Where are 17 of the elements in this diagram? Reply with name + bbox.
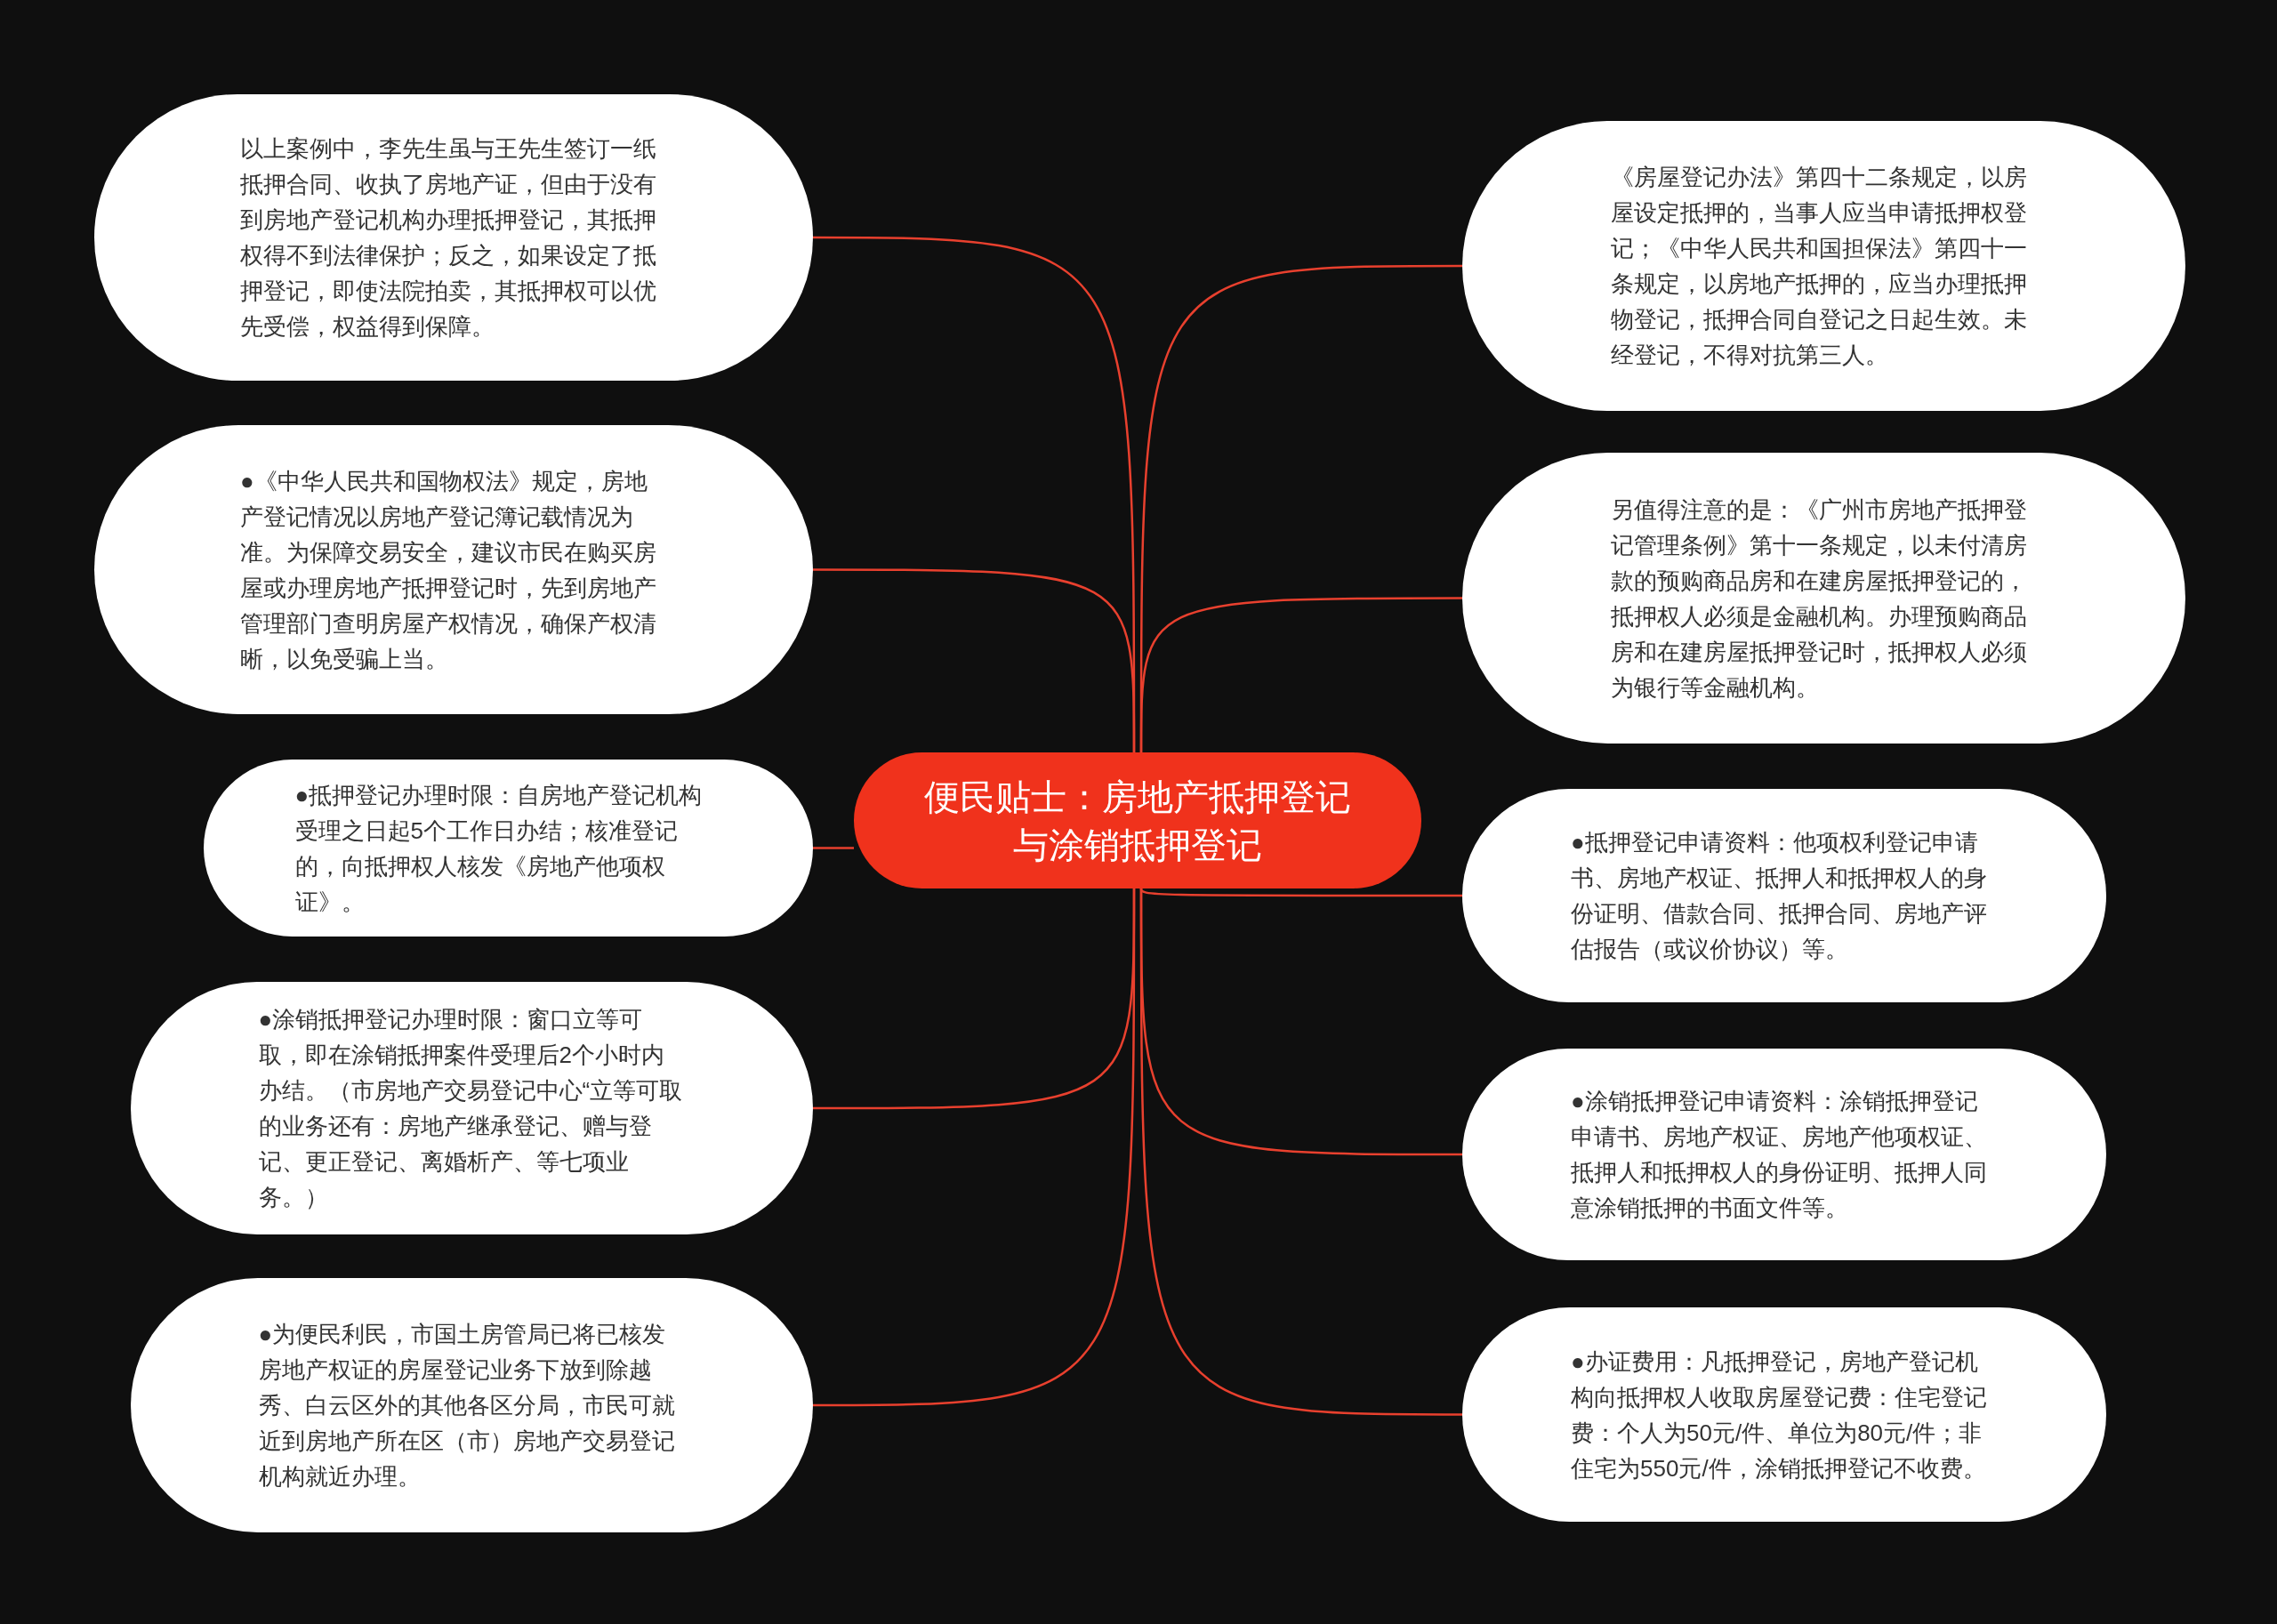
- note-text: ●抵押登记申请资料：他项权利登记申请书、房地产权证、抵押人和抵押权人的身份证明、借款合同、抵押合同、房地产评估报告（或议价协议）等。: [1571, 828, 1988, 964]
- connector-line: [813, 847, 854, 849]
- note-text: 以上案例中，李先生虽与王先生签订一纸抵押合同、收执了房地产证，但由于没有到房地产登记机构办理抵押登记，其抵押权得不到法律保护；反之，如果设定了抵押登记，即使法院拍卖，其抵押权可以优先受偿，权益得到保障。: [240, 134, 657, 342]
- note-text: 另值得注意的是：《广州市房地产抵押登记管理条例》第十一条规定，以未付清房款的预购商品房和在建房屋抵押登记的，抵押权人必须是金融机构。办理预购商品房和在建房屋抵押登记时，抵押权人必须为银行等金融机构。: [1610, 494, 2028, 703]
- connector-line: [1139, 597, 1462, 752]
- note-text: 《房屋登记办法》第四十二条规定，以房屋设定抵押的，当事人应当申请抵押权登记；《中华人民共和国担保法》第四十一条规定，以房地产抵押的，应当办理抵押物登记，抵押合同自登记之日起生效。未经登记，不得对抗第三人。: [1610, 163, 2028, 370]
- note-text: ●抵押登记办理时限：自房地产登记机构受理之日起5个工作日办结；核准登记的，向抵押权人核发《房地产他项权证》。: [294, 780, 704, 917]
- note-text: ●《中华人民共和国物权法》规定，房地产登记情况以房地产登记簿记载情况为准。为保障交易安全，建议市民在购买房屋或办理房地产抵押登记时，先到房地产管理部门查明房屋产权情况，确保产权清晰，以免受骗上当。: [240, 466, 657, 674]
- note-text: ●涂销抵押登记申请资料：涂销抵押登记申请书、房地产权证、房地产他项权证、抵押人和抵押权人的身份证明、抵押人同意涂销抵押的书面文件等。: [1571, 1087, 1988, 1223]
- title-text: 便民贴士：房地产抵押登记与涂销抵押登记: [924, 776, 1351, 866]
- connector-line: [813, 888, 1136, 1407]
- note-text: ●为便民利民，市国土房管局已将已核发房地产权证的房屋登记业务下放到除越秀、白云区外的其他各区分局，市民可就近到房地产所在区（市）房地产交易登记机构就近办理。: [258, 1320, 676, 1491]
- note-text: ●办证费用：凡抵押登记，房地产登记机构向抵押权人收取房屋登记费：住宅登记费：个人为50元/件、单位为80元/件；非住宅为550元/件，涂销抵押登记不收费。: [1571, 1347, 1988, 1483]
- connector-line: [813, 568, 1136, 752]
- note-text: ●涂销抵押登记办理时限：窗口立等可取，即在涂销抵押案件受理后2个小时内办结。（市房地产交易登记中心“立等可取的业务还有：房地产继承登记、赠与登记、更正登记、离婚析产、等七项业务。）: [258, 1005, 684, 1212]
- connector-line: [1139, 888, 1462, 1416]
- connector-line: [1139, 888, 1462, 897]
